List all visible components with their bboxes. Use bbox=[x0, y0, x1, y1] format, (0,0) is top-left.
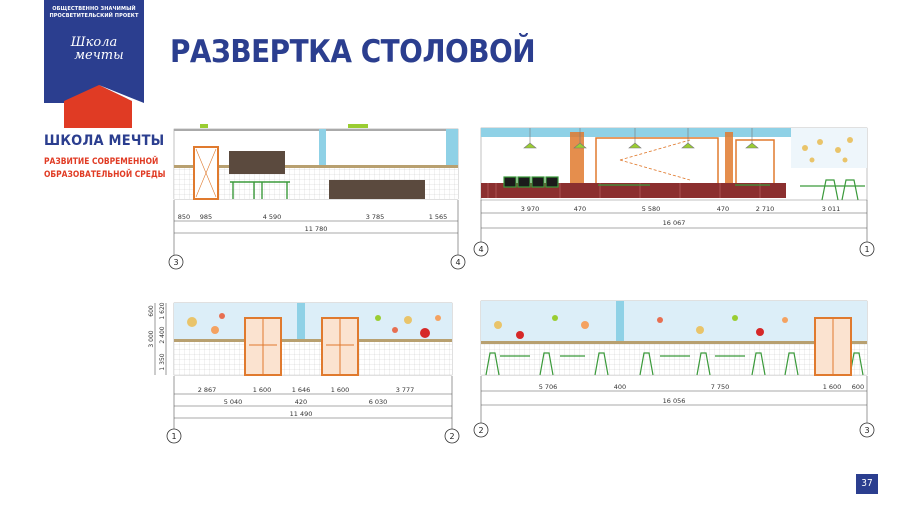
dim-label: 3 011 bbox=[822, 205, 841, 213]
brand-name: ШКОЛА МЕЧТЫ bbox=[44, 133, 165, 149]
axis-marker: 2 bbox=[478, 426, 483, 435]
dim-label: 985 bbox=[200, 213, 212, 221]
dim-label: 3 785 bbox=[366, 213, 385, 221]
dim-label: 7 750 bbox=[711, 383, 730, 391]
dim-label: 2 867 bbox=[198, 386, 217, 394]
brand-logo-line1: Школа bbox=[70, 35, 118, 50]
elevation-a bbox=[173, 124, 459, 200]
axis-marker: 4 bbox=[478, 245, 483, 254]
page-number: 37 bbox=[856, 474, 878, 494]
dim-label: 470 bbox=[574, 205, 586, 213]
elevation-d bbox=[480, 300, 868, 376]
dim-total: 11 780 bbox=[305, 225, 328, 233]
dim-label: 3 777 bbox=[396, 386, 415, 394]
brand-tagline: РАЗВИТИЕ СОВРЕМЕННОЙ ОБРАЗОВАТЕЛЬНОЙ СРЕ… bbox=[44, 155, 165, 181]
page-title: РАЗВЕРТКА СТОЛОВОЙ bbox=[170, 34, 536, 70]
dim-label: 5 580 bbox=[642, 205, 661, 213]
axis-marker: 2 bbox=[449, 432, 454, 441]
dim-vertical: 3 000 bbox=[148, 330, 155, 347]
dimension-lines bbox=[154, 200, 868, 436]
mural-food-icons bbox=[494, 315, 788, 339]
dim-label: 3 970 bbox=[521, 205, 540, 213]
dim-label: 600 bbox=[852, 383, 864, 391]
axis-marker: 1 bbox=[171, 432, 176, 441]
house-logo-icon bbox=[44, 85, 144, 128]
brand-tagline-line1: РАЗВИТИЕ СОВРЕМЕННОЙ bbox=[44, 156, 159, 166]
axis-marker: 3 bbox=[173, 258, 178, 267]
brand-tagline-line2: ОБРАЗОВАТЕЛЬНОЙ СРЕДЫ bbox=[44, 169, 166, 179]
dim-vertical: 600 bbox=[148, 305, 155, 317]
dim-label: 400 bbox=[614, 383, 626, 391]
dim-label: 1 646 bbox=[292, 386, 311, 394]
dim-vertical: 2 400 bbox=[159, 326, 166, 343]
brand-caption-line2: ПРОСВЕТИТЕЛЬСКИЙ ПРОЕКТ bbox=[49, 13, 139, 19]
dim-label: 4 590 bbox=[263, 213, 282, 221]
dim-label: 2 710 bbox=[756, 205, 775, 213]
dim-label: 1 565 bbox=[429, 213, 448, 221]
brand-logo-line2: мечты bbox=[74, 48, 124, 63]
dim-label: 5 706 bbox=[539, 383, 558, 391]
brand-caption-line1: ОБЩЕСТВЕННО ЗНАЧИМЫЙ bbox=[52, 6, 136, 12]
dim-vertical: 1 620 bbox=[159, 302, 166, 319]
brand-caption: ОБЩЕСТВЕННО ЗНАЧИМЫЙ ПРОСВЕТИТЕЛЬСКИЙ ПР… bbox=[44, 6, 144, 20]
dim-total: 11 490 bbox=[290, 410, 313, 418]
axis-marker: 1 bbox=[864, 245, 869, 254]
axis-marker: 3 bbox=[864, 426, 869, 435]
mural-food-icons bbox=[187, 313, 441, 338]
dim-label: 1 600 bbox=[823, 383, 842, 391]
dim-label: 850 bbox=[178, 213, 190, 221]
dim-label: 5 040 bbox=[224, 398, 243, 406]
dim-label: 6 030 bbox=[369, 398, 388, 406]
dim-total: 16 067 bbox=[663, 219, 686, 227]
dim-label: 420 bbox=[295, 398, 307, 406]
dim-total: 16 056 bbox=[663, 397, 686, 405]
elevation-c bbox=[173, 302, 453, 376]
brand-logo: Школа мечты bbox=[44, 36, 144, 62]
dim-vertical: 1 350 bbox=[159, 353, 166, 370]
elevation-b bbox=[480, 127, 868, 201]
dim-label: 1 600 bbox=[331, 386, 350, 394]
dim-label: 470 bbox=[717, 205, 729, 213]
dim-label: 1 600 bbox=[253, 386, 272, 394]
brand-panel: ОБЩЕСТВЕННО ЗНАЧИМЫЙ ПРОСВЕТИТЕЛЬСКИЙ ПР… bbox=[44, 0, 144, 128]
axis-marker: 4 bbox=[455, 258, 460, 267]
